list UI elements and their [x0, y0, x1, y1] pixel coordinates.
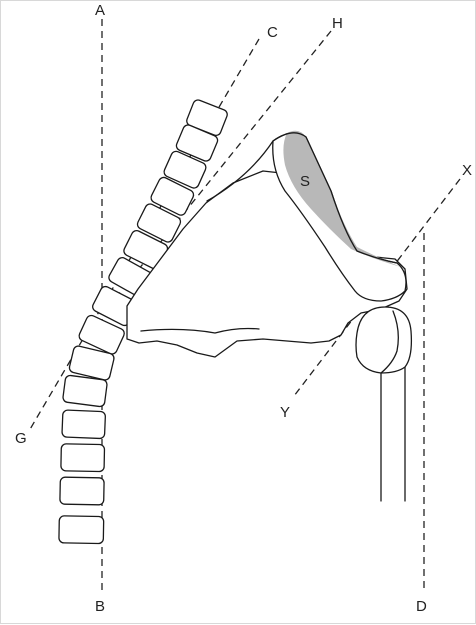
acromion-outline: [272, 132, 398, 264]
scapula-lower-contour: [140, 327, 260, 334]
spine: [58, 99, 228, 545]
line-cg: [28, 38, 260, 432]
humerus: [380, 354, 406, 502]
vertebra: [136, 203, 182, 243]
shaded-region-s: [283, 130, 401, 267]
label-a: A: [95, 2, 105, 19]
label-x: X: [462, 162, 472, 179]
scapula: [126, 170, 408, 358]
label-h: H: [332, 15, 343, 32]
label-c: C: [267, 24, 278, 41]
humeral-head: [355, 306, 413, 374]
vertebra: [68, 345, 115, 381]
label-b: B: [95, 598, 105, 615]
label-d: D: [416, 598, 427, 615]
vertebra: [62, 374, 108, 408]
label-s: S: [300, 173, 310, 190]
vertebra: [61, 409, 106, 440]
vertebra: [150, 176, 195, 216]
vertebra: [78, 314, 125, 355]
vertebra: [60, 443, 106, 473]
humeral-head-line: [380, 310, 399, 374]
label-y: Y: [280, 404, 290, 421]
vertebra: [58, 515, 105, 545]
vertebra: [175, 124, 219, 162]
scapula-crease: [206, 140, 274, 202]
vertebra: [59, 476, 105, 506]
vertebra: [163, 150, 207, 189]
label-g: G: [15, 430, 27, 447]
